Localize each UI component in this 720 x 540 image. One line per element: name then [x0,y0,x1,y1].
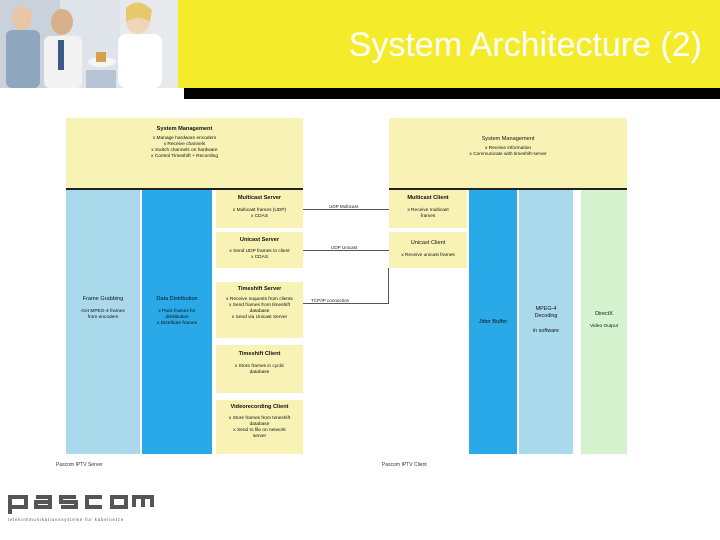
decoding-sub: in software [532,328,560,334]
unicast-client-body: x Receive unicast frames [401,253,455,258]
pascom-tagline: telekommunikationssysteme für kabelnetze [8,517,124,522]
client-management-body: x Receive information x Communicate with… [469,146,547,157]
slide-title: System Architecture (2) [348,26,702,64]
header-rule [184,88,720,99]
unicast-server-body: x Send UDP frames to client x CDAS [229,249,290,260]
videorecording-client-title: Videorecording Client [230,404,289,410]
data-distribution-title: Data Distribution [156,296,198,302]
server-management-bar [66,188,303,190]
unicast-server-title: Unicast Server [239,237,280,243]
timeshift-server-title: Timeshift Server [237,286,282,292]
videorecording-client-body: x Store frames from timeshift database x… [228,416,291,439]
unicast-server-box: Unicast Server x Send UDP frames to clie… [216,232,303,268]
multicast-client-body: x Receive multicast frames [407,208,449,219]
multicast-server-box: Multicast Server x Multicast frames (UDP… [216,190,303,228]
client-management-bar [389,188,627,190]
multicast-link-line [303,209,389,210]
pascom-wordmark-icon [8,495,154,514]
data-distribution-box: Data Distribution x Pack frames for dist… [142,190,212,454]
timeshift-client-title: Timeshift Client [238,351,281,357]
server-management-body: x Manage hardware encoders x Receive cha… [150,136,219,159]
data-distribution-body: x Pack frames for distribution x Distrib… [157,309,197,326]
multicast-server-body: x Multicast frames (UDP) x CDAS [232,208,287,219]
unicast-link-label: UDP Unicast [330,245,359,250]
people-photo-image [0,0,178,88]
multicast-link-label: UDP Multicast [328,204,360,209]
frame-grabbing-body: Get MPEG-4 frames from encoders [81,309,125,320]
jitter-buffer-box: Jitter Buffer [469,190,517,454]
videorecording-client-box: Videorecording Client x Store frames fro… [216,400,303,454]
control-link-label: TCP/IP connection [310,298,351,303]
directx-box: DirectX Video Output [581,190,627,454]
multicast-client-box: Multicast Client x Receive multicast fra… [389,190,467,228]
header-photo [0,0,178,88]
client-caption: Pascom IPTV Client [382,462,427,468]
server-system-management: System Management x Manage hardware enco… [66,118,303,188]
timeshift-server-body: x Receive requests from clients x Send f… [226,297,293,320]
server-management-title: System Management [156,126,213,132]
timeshift-server-box: Timeshift Server x Receive requests from… [216,282,303,338]
unicast-link-line [303,250,389,251]
header-band [178,0,720,88]
control-link-line [303,303,389,304]
directx-sub: Video Output [590,324,618,329]
client-system-management: System Management x Receive information … [389,118,627,188]
server-caption: Pascom IPTV Server [56,462,103,468]
frame-grabbing-box: Frame Grabbing Get MPEG-4 frames from en… [66,190,140,454]
multicast-client-title: Multicast Client [407,195,449,201]
decoding-box: MPEG-4 Decoding in software [519,190,573,454]
timeshift-client-body: x Store frames in cyclic database [234,364,285,375]
directx-title: DirectX [595,311,613,317]
unicast-client-box: Unicast Client x Receive unicast frames [389,232,467,268]
client-management-title: System Management [481,136,535,142]
control-link-drop [388,268,389,303]
unicast-client-title: Unicast Client [410,240,446,246]
jitter-buffer-title: Jitter Buffer [478,319,508,325]
timeshift-client-box: Timeshift Client x Store frames in cycli… [216,345,303,393]
pascom-logo [6,494,156,528]
multicast-server-title: Multicast Server [237,195,282,201]
frame-grabbing-title: Frame Grabbing [82,296,124,302]
decoding-title: MPEG-4 Decoding [534,306,558,319]
